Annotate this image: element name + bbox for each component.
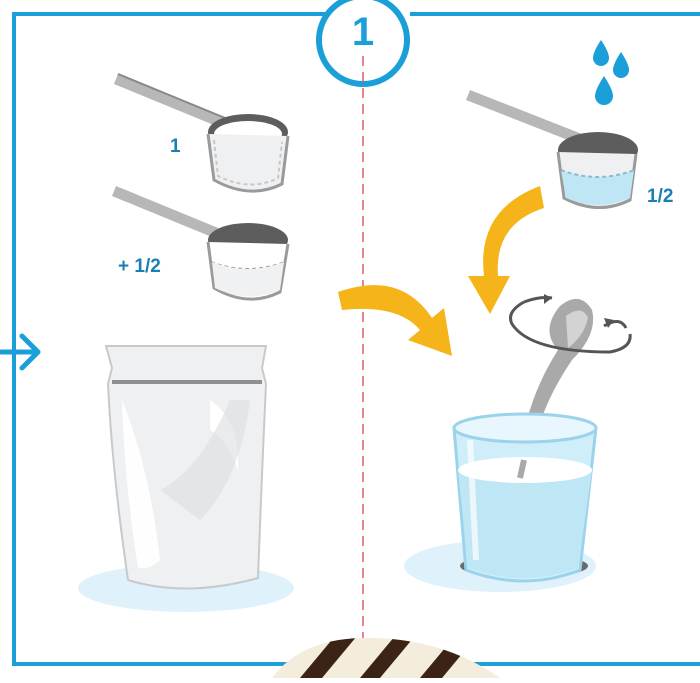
entry-arrow-icon [0, 336, 38, 368]
measuring-scoop-water-icon [466, 90, 638, 208]
scoop-full-label: 1 [170, 136, 181, 158]
pour-arrow-left-icon [338, 285, 452, 356]
step-number: 1 [318, 2, 408, 62]
pour-arrow-right-icon [468, 186, 544, 314]
frame-border [14, 14, 700, 664]
powder-pouch-icon [78, 346, 294, 612]
measuring-scoop-half-icon [112, 186, 288, 299]
measuring-scoop-full-icon [114, 74, 288, 191]
water-drops-icon [593, 40, 629, 105]
scoop-half-label: + 1/2 [118, 256, 161, 278]
water-glass-icon [404, 414, 596, 592]
striped-decoration [272, 630, 500, 678]
water-scoop-label: 1/2 [647, 186, 673, 208]
